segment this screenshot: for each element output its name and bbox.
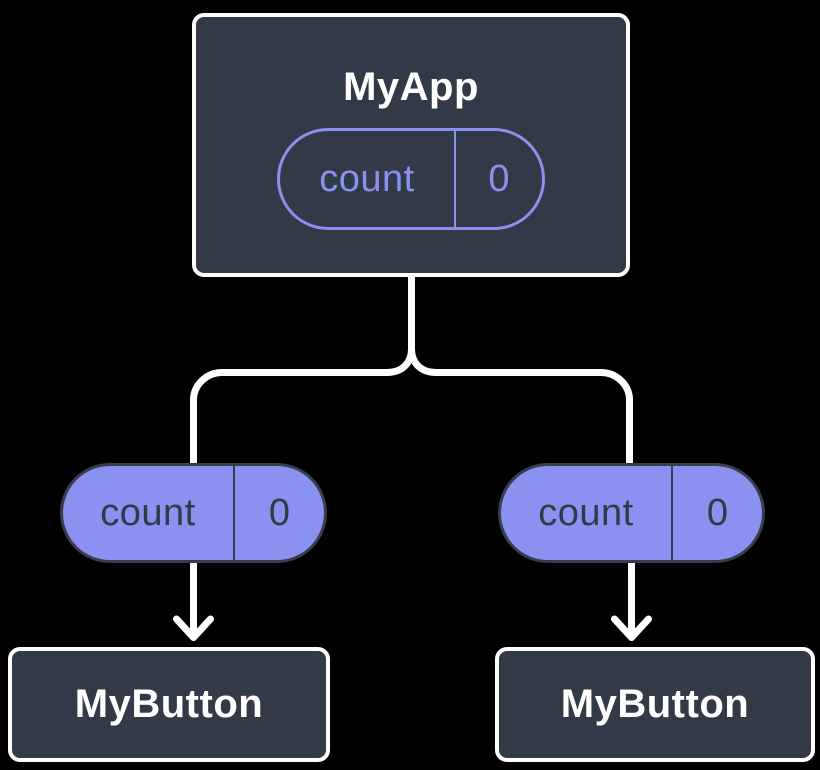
prop-pill-label: count (63, 466, 235, 560)
prop-pill-value: 0 (706, 491, 729, 534)
root-node-myapp: MyApp count 0 (192, 13, 630, 277)
state-pill-value: 0 (488, 157, 510, 200)
prop-pill-left: count 0 (60, 463, 327, 563)
arrow-down-icon (611, 615, 652, 641)
arrow-down-icon (173, 615, 214, 641)
child-node-mybutton-right: MyButton (495, 647, 815, 762)
child-node-title: MyButton (560, 682, 750, 726)
root-node-title: MyApp (343, 65, 479, 109)
child-node-mybutton-left: MyButton (8, 647, 330, 762)
tree-branch-right (408, 348, 633, 468)
tree-branch-left (190, 348, 415, 468)
prop-pill-value: 0 (268, 491, 291, 534)
child-node-title: MyButton (74, 682, 264, 726)
prop-pill-right: count 0 (498, 463, 765, 563)
state-pill: count 0 (277, 128, 545, 230)
prop-pill-label: count (501, 466, 673, 560)
state-pill-label: count (280, 131, 456, 227)
